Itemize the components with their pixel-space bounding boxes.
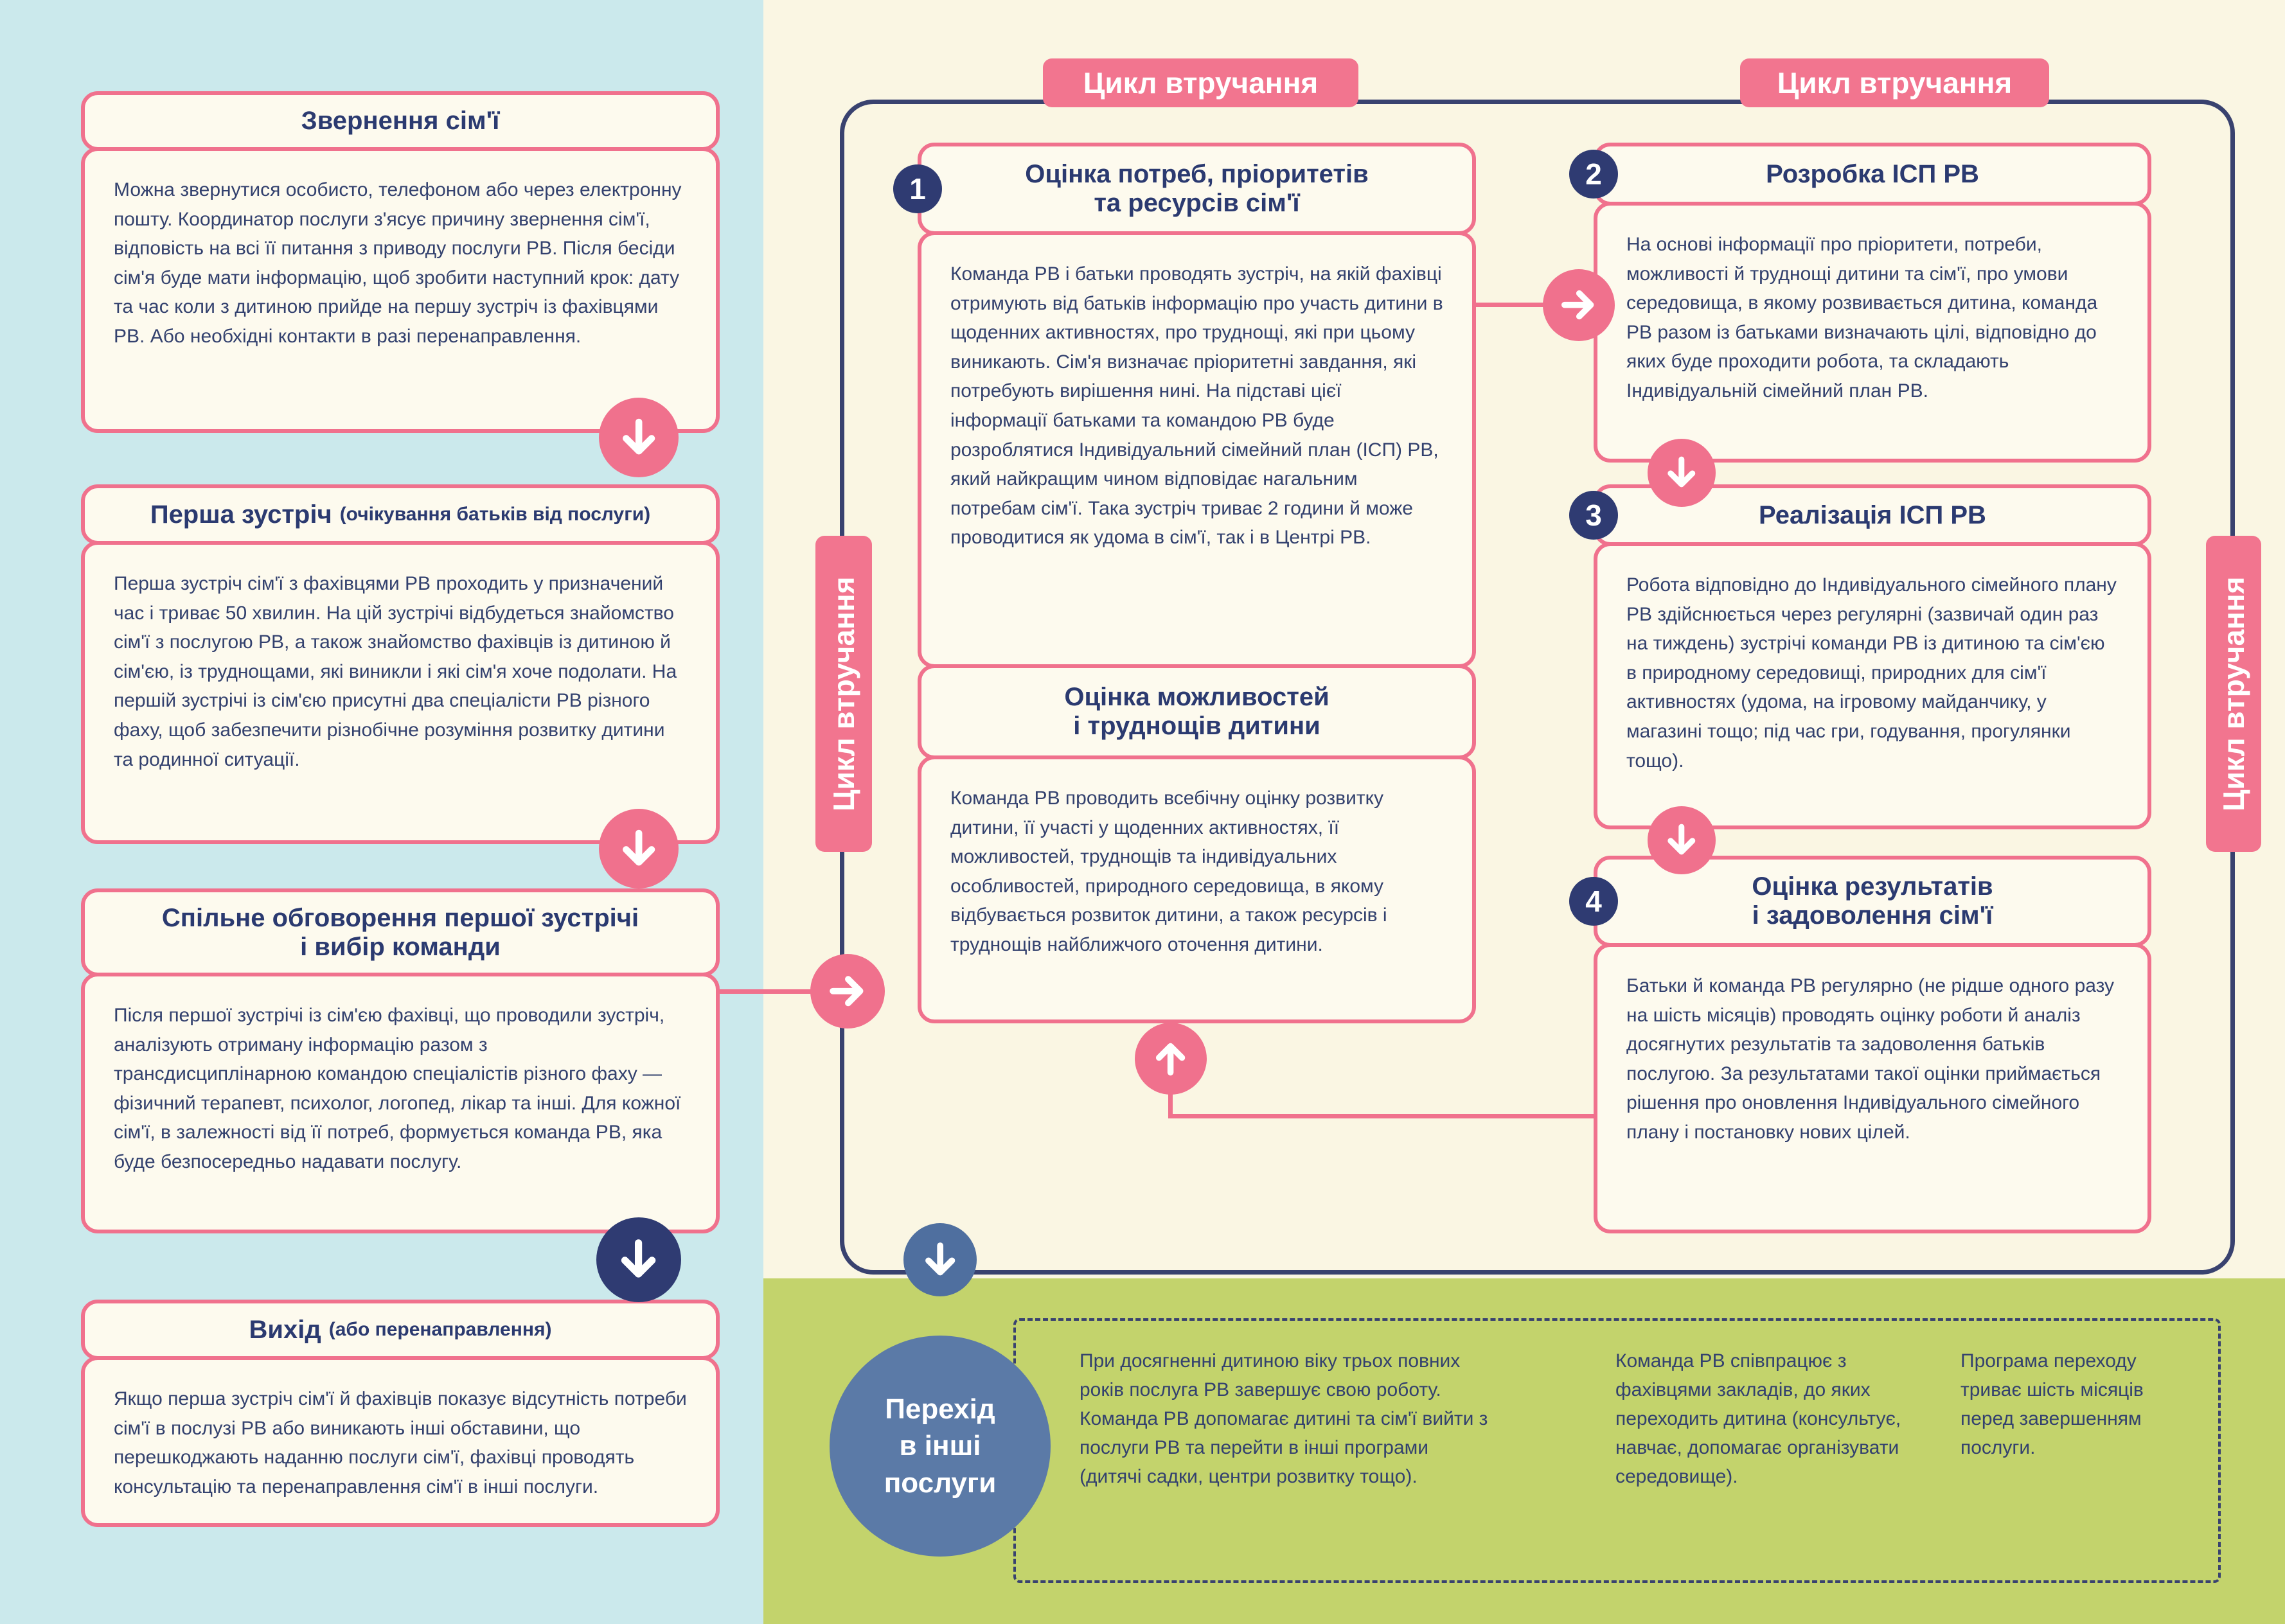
step4-title: Оцінка результатів і задоволення сім'ї: [1752, 872, 1993, 930]
exit-title-suffix: (або перенаправлення): [328, 1319, 552, 1340]
down-arrow-icon: [599, 398, 679, 477]
transition-note: Команда РВ співпрацює з фахівцями заклад…: [1615, 1350, 1901, 1487]
step3-title: Реалізація ІСП РВ: [1759, 500, 1986, 529]
child-assessment-body: Команда РВ проводить всебічну оцінку роз…: [918, 755, 1476, 1023]
joint-discussion-body: Після першої зустрічі із сім'єю фахівці,…: [81, 973, 720, 1233]
down-arrow-icon: [1648, 439, 1716, 507]
step2-header: Розробка ІСП РВ: [1594, 143, 2151, 206]
cycle-label-side-right: Цикл втручання: [2206, 536, 2261, 852]
step1-number-badge: 1: [893, 164, 942, 213]
connector-line: [720, 989, 848, 994]
exit-title: Вихід: [249, 1315, 321, 1344]
down-arrow-icon: [1648, 806, 1716, 874]
transition-circle: Перехід в інші послуги: [830, 1336, 1051, 1557]
down-arrow-icon: [596, 1217, 681, 1302]
connector-line: [1168, 1092, 1173, 1118]
first-meeting-title-suffix: (очікування батьків від послуги): [339, 504, 651, 525]
child-assessment-title: Оцінка можливостей і труднощів дитини: [1064, 683, 1329, 740]
cycle-label-top-right: Цикл втручання: [1740, 58, 2049, 107]
family-referral-title: Звернення сім'ї: [301, 107, 500, 135]
transition-note: При досягненні дитиною віку трьох повних…: [1080, 1350, 1488, 1487]
first-meeting-body: Перша зустріч сім'ї з фахівцями РВ прохо…: [81, 541, 720, 844]
family-referral-header: Звернення сім'ї: [81, 91, 720, 151]
transition-note: Програма переходу триває шість місяців п…: [1960, 1350, 2144, 1458]
step3-number-badge: 3: [1569, 491, 1618, 540]
step4-header: Оцінка результатів і задоволення сім'ї: [1594, 856, 2151, 947]
first-meeting-header: Перша зустріч (очікування батьків від по…: [81, 484, 720, 545]
connector-line: [1168, 1114, 1596, 1118]
exit-body: Якщо перша зустріч сім'ї й фахівців пока…: [81, 1356, 720, 1527]
exit-header: Вихід (або перенаправлення): [81, 1300, 720, 1360]
right-arrow-icon: [810, 954, 885, 1028]
first-meeting-title: Перша зустріч: [150, 500, 332, 529]
child-assessment-header: Оцінка можливостей і труднощів дитини: [918, 664, 1476, 759]
step4-body: Батьки й команда РВ регулярно (не рідше …: [1594, 943, 2151, 1233]
step3-body: Робота відповідно до Індивідуального сім…: [1594, 542, 2151, 829]
up-arrow-icon: [1135, 1023, 1207, 1095]
step2-title: Розробка ІСП РВ: [1766, 159, 1979, 188]
family-referral-body: Можна звернутися особисто, телефоном або…: [81, 147, 720, 433]
down-arrow-icon: [599, 809, 679, 888]
step1-header: Оцінка потреб, пріоритетів та ресурсів с…: [918, 143, 1476, 235]
cycle-label-top-left: Цикл втручання: [1043, 58, 1358, 107]
connector-line: [1473, 303, 1583, 307]
step1-body: Команда РВ і батьки проводять зустріч, н…: [918, 231, 1476, 668]
cycle-label-side-left: Цикл втручання: [815, 536, 872, 852]
down-arrow-icon: [903, 1223, 977, 1296]
right-arrow-icon: [1543, 269, 1615, 341]
joint-discussion-header: Спільне обговорення першої зустрічі і ви…: [81, 888, 720, 976]
step4-number-badge: 4: [1569, 877, 1618, 926]
step2-number-badge: 2: [1569, 150, 1618, 199]
step2-body: На основі інформації про пріоритети, пот…: [1594, 202, 2151, 463]
step1-title: Оцінка потреб, пріоритетів та ресурсів с…: [1025, 160, 1369, 217]
joint-discussion-title: Спільне обговорення першої зустрічі і ви…: [161, 903, 639, 961]
